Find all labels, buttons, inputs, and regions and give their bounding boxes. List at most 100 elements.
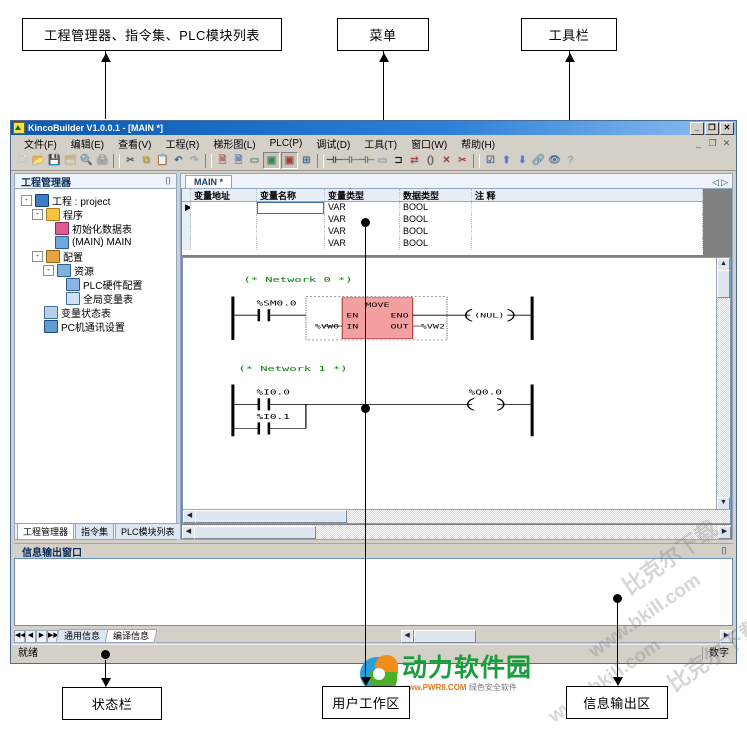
info-pin-icon[interactable]: ⌷ [721,545,727,557]
tree-expander-icon[interactable]: - [21,194,32,206]
cell-name[interactable] [257,202,325,214]
download-icon[interactable]: ▭ [249,154,260,166]
tree-expander-icon[interactable]: - [43,264,54,276]
print-icon[interactable]: 🖨 [96,154,109,166]
info-hscroll-thumb[interactable] [413,629,476,643]
close-button[interactable]: ✕ [720,121,734,135]
new-icon[interactable]: 🗋 [18,154,27,166]
tab-project-manager[interactable]: 工程管理器 [17,523,75,539]
col-header-comment[interactable]: 注 释 [472,189,703,201]
cell-comment[interactable] [472,214,703,226]
cell-data-type[interactable]: BOOL [400,226,472,238]
cell-var-type[interactable]: VAR [325,214,400,226]
pin-icon[interactable]: ⌷ [165,175,171,187]
paste-icon[interactable]: 📋 [156,154,169,166]
cell-var-type[interactable]: VAR [325,238,400,250]
monitor-icon[interactable]: 👁 [548,154,561,166]
cell-name[interactable] [257,238,325,250]
upload-icon[interactable]: ⬆ [502,154,511,166]
tree-item-7[interactable]: 全局变量表 [21,291,176,306]
ladder-view-icon[interactable]: ▣ [263,152,280,169]
tab-general-info[interactable]: 通用信息 [55,629,109,643]
undo-icon[interactable]: ↶ [174,154,183,166]
tree-item-1[interactable]: -程序 [21,207,176,222]
menu-item-edit[interactable]: 编辑(E) [70,139,105,151]
menu-item-view[interactable]: 查看(V) [118,139,152,151]
info-hscroll-left[interactable]: ◀ [400,629,414,643]
block-view-icon[interactable]: ⊞ [302,154,311,166]
contact-nc-icon[interactable]: ⊣⊢ [341,154,360,166]
menu-item-debug[interactable]: 调试(D) [316,139,351,151]
tree-item-4[interactable]: -配置 [21,249,176,264]
scroll-thumb-vertical[interactable] [717,270,730,298]
mdi-restore-button[interactable]: ❐ [708,137,717,148]
connect-icon[interactable]: 🔗 [532,154,545,166]
ladder-vertical-scrollbar[interactable]: ▲ ▼ [716,258,730,523]
compile-icon[interactable]: 🗎 [218,154,227,166]
cell-var-type[interactable]: VAR [325,226,400,238]
cell-var-type[interactable]: VAR [325,202,400,214]
print-preview-icon[interactable]: 🔍 [80,154,93,166]
tree-item-9[interactable]: PC机通讯设置 [21,319,176,334]
tree-expander-icon[interactable]: - [32,250,43,262]
compile-all-icon[interactable]: 🗎 [234,154,243,166]
download2-icon[interactable]: ⬇ [518,154,527,166]
cell-address[interactable] [191,238,257,250]
copy-icon[interactable]: ⧉ [142,154,151,166]
col-header-address[interactable]: 变量地址 [191,189,257,201]
branch-icon[interactable]: ⇄ [410,154,419,166]
info-nav-first[interactable]: ◀◀ [14,629,26,643]
menu-item-file[interactable]: 文件(F) [24,139,57,151]
maximize-button[interactable]: ❐ [705,121,719,135]
box-icon[interactable]: ⊐ [394,154,403,166]
check-icon[interactable]: ☑ [486,154,495,166]
mdi-horizontal-scrollbar[interactable]: ◀ ▶ [182,525,731,539]
cell-comment[interactable] [472,226,703,238]
col-header-data-type[interactable]: 数据类型 [400,189,472,201]
cell-comment[interactable] [472,238,703,250]
cell-address[interactable] [191,202,257,214]
menu-item-project[interactable]: 工程(R) [165,139,200,151]
tree-item-5[interactable]: -资源 [21,263,176,278]
cell-address[interactable] [191,214,257,226]
menu-item-window[interactable]: 窗口(W) [411,139,448,151]
tree-item-6[interactable]: PLC硬件配置 [21,277,176,292]
line-icon[interactable]: () [427,154,434,166]
menu-item-help[interactable]: 帮助(H) [461,139,496,151]
mdi-minimize-button[interactable]: _ [695,137,701,148]
tab-next-icon[interactable]: ▷ [721,177,728,187]
cut-icon[interactable]: ✂ [126,154,135,166]
minimize-button[interactable]: _ [690,121,704,135]
menu-item-tools[interactable]: 工具(T) [364,139,398,151]
help-icon[interactable]: ? [567,154,574,166]
contact-p-icon[interactable]: ⊣⊢ [357,154,376,166]
tab-prev-icon[interactable]: ◁ [712,177,720,187]
cell-name[interactable] [257,226,325,238]
tree-item-0[interactable]: -工程 : project [21,193,176,208]
col-header-var-type[interactable]: 变量类型 [325,189,400,201]
col-header-name[interactable]: 变量名称 [257,189,325,201]
save-all-icon[interactable]: 🗂 [64,154,77,166]
menu-item-plc[interactable]: PLC(P) [269,137,303,149]
tree-item-8[interactable]: 变量状态表 [21,305,176,320]
tab-plc-module-list[interactable]: PLC模块列表 [115,523,181,539]
save-icon[interactable]: 💾 [48,154,61,166]
menu-item-ladder[interactable]: 梯形图(L) [213,139,256,151]
redo-icon[interactable]: ↷ [190,154,199,166]
tab-compile-info[interactable]: 编译信息 [104,629,158,643]
ladder-canvas[interactable]: (* Network 0 *) %SM0.0 [183,258,717,523]
tab-instruction-set[interactable]: 指令集 [75,523,115,539]
cell-data-type[interactable]: BOOL [400,238,472,250]
document-tab-main[interactable]: MAIN * [185,175,232,188]
contact-no-icon[interactable]: ⊣⊢ [325,154,344,166]
instruction-view-icon[interactable]: ▣ [281,152,298,169]
info-hscroll-right[interactable]: ▶ [720,629,733,643]
cell-data-type[interactable]: BOOL [400,202,472,214]
